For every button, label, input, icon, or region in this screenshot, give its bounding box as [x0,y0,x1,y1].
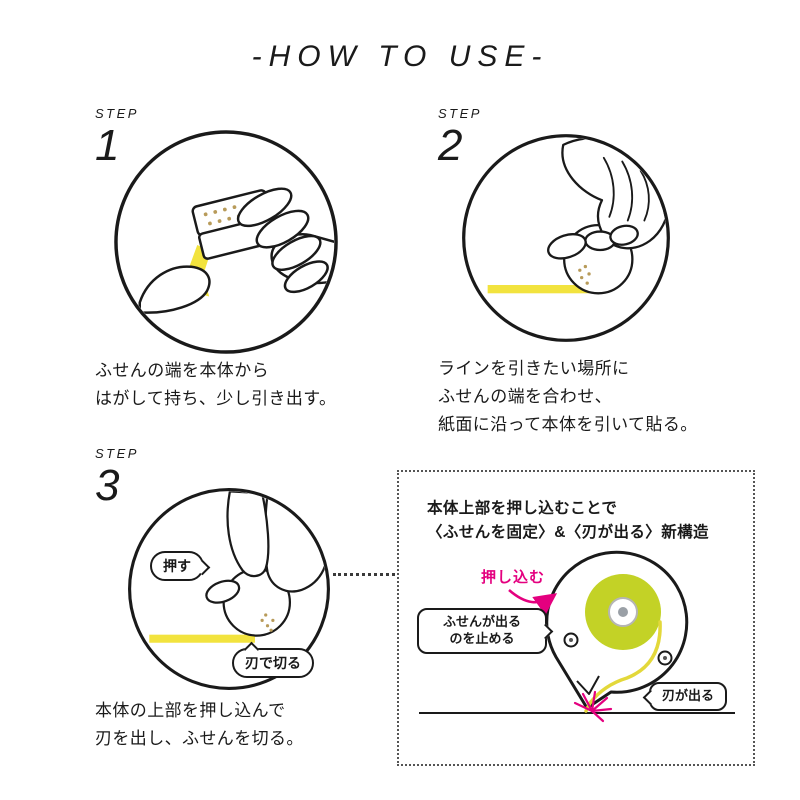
blade-bubble: 刃が出る [642,682,728,711]
step-3-number: 3 [95,461,120,510]
stopper-bubble-label: ふせんが出る のを止める [442,614,521,646]
step-1-drawing [114,130,338,354]
detail-heading-line1: 本体上部を押し込むことで [427,500,618,517]
push-in-label: 押し込む [481,569,546,586]
step-2-drawing [462,134,670,342]
tape-strip [149,634,255,643]
step-2-header: STEP 2 [438,106,482,169]
push-arrow-icon [508,589,558,616]
step-1-caption: ふせんの端を本体から はがして持ち、少し引き出す。 [95,361,337,409]
stopper-bubble: ふせんが出る のを止める [417,608,554,654]
stopper-screw [563,632,579,648]
device-dots [578,264,591,285]
cut-bubble-label: 刃で切る [245,655,301,671]
detail-heading-line2: 〈ふせんを固定〉&〈刃が出る〉新構造 [427,524,709,541]
press-bubble-label: 押す [163,558,191,574]
thumb [547,233,587,260]
step-2-number: 2 [438,121,463,170]
step-2-illustration [460,132,672,344]
step-1-number: 1 [95,121,120,170]
tape-path [584,620,662,713]
tape-strip [487,285,597,294]
step-3-illustration [126,486,332,692]
step-3-caption: 本体の上部を押し込んで 刃を出し、ふせんを切る。 [95,701,304,749]
step-1-header: STEP 1 [95,106,139,169]
finger-lines [602,156,650,222]
cut-bubble: 刃で切る [232,641,314,679]
tape-roll [585,574,661,650]
cut-sparkle-icon [573,690,613,723]
step-3-label: STEP [95,446,139,461]
mechanism-diagram [419,550,735,723]
blade [576,675,600,695]
dotted-connector-line [333,573,395,576]
thumb [138,265,211,314]
step-3-header: STEP 3 [95,446,139,509]
step-2-label: STEP [438,106,482,121]
screw [657,650,673,666]
thumb [205,579,241,604]
press-bubble: 押す [150,551,211,582]
page-title: -HOW TO USE- [251,40,549,73]
step-1-label: STEP [95,106,139,121]
fingers [236,187,329,294]
mechanism-detail-box: 本体上部を押し込むことで 〈ふせんを固定〉&〈刃が出る〉新構造 押し込む [397,470,755,766]
blade-bubble-label: 刃が出る [662,688,715,703]
pressing-finger [226,491,270,578]
step-1-illustration [112,128,340,356]
device-dots [260,613,275,632]
step-3-drawing [128,488,330,690]
step-2-caption: ラインを引きたい場所に ふせんの端を合わせ、 紙面に沿って本体を引いて貼る。 [438,359,698,435]
